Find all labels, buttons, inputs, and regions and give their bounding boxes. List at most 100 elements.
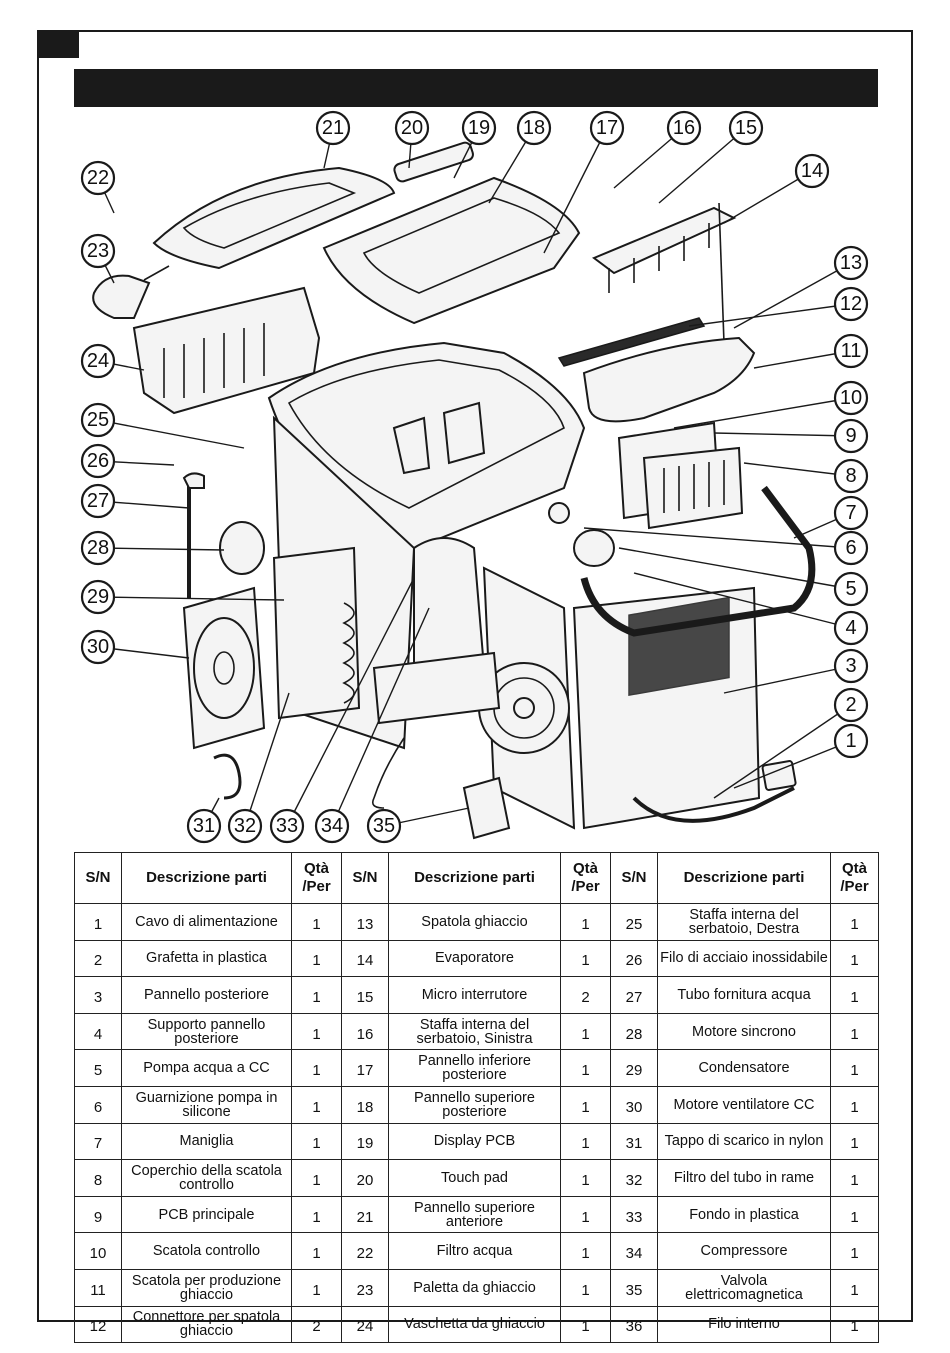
leader-line bbox=[286, 577, 415, 827]
part-number-cell: 23 bbox=[341, 1268, 389, 1307]
part-number-cell: 9 bbox=[74, 1195, 122, 1234]
header-desc: Descrizione parti bbox=[388, 852, 561, 904]
part-number-cell: 16 bbox=[341, 1012, 389, 1051]
part-quantity-cell: 1 bbox=[291, 903, 342, 941]
part-description-cell: Pannello superiore anteriore bbox=[388, 1195, 561, 1234]
part-description-cell: Tubo fornitura acqua bbox=[657, 976, 831, 1014]
title-bar bbox=[74, 69, 878, 107]
callout-15: 15 bbox=[728, 110, 764, 146]
header-desc: Descrizione parti bbox=[121, 852, 292, 904]
callout-26: 26 bbox=[80, 443, 116, 479]
leader-line bbox=[97, 547, 225, 551]
callout-label: 17 bbox=[596, 117, 618, 139]
callout-circle bbox=[269, 808, 305, 844]
part-description-cell: Tappo di scarico in nylon bbox=[657, 1122, 831, 1161]
callout-circle bbox=[833, 648, 869, 684]
callout-circle bbox=[394, 110, 430, 146]
part-description-cell: Vaschetta da ghiaccio bbox=[388, 1305, 561, 1344]
callout-label: 8 bbox=[845, 465, 856, 487]
part-description-cell: Pannello inferiore posteriore bbox=[388, 1049, 561, 1087]
callout-circle bbox=[516, 110, 552, 146]
callout-circle bbox=[186, 808, 222, 844]
callout-circle bbox=[80, 483, 116, 519]
part-power-cord bbox=[632, 760, 797, 823]
callout-23: 23 bbox=[80, 233, 116, 269]
header-desc: Descrizione parti bbox=[657, 852, 831, 904]
callout-label: 13 bbox=[840, 252, 862, 274]
callout-label: 16 bbox=[673, 117, 695, 139]
part-number-cell: 19 bbox=[341, 1122, 389, 1161]
part-description-cell: Maniglia bbox=[121, 1122, 292, 1161]
part-description-cell: Scatola controllo bbox=[121, 1232, 292, 1270]
callout-3: 3 bbox=[833, 648, 869, 684]
part-description-cell: PCB principale bbox=[121, 1195, 292, 1234]
part-number-cell: 26 bbox=[610, 939, 658, 978]
callout-circle bbox=[833, 495, 869, 531]
part-number-cell: 31 bbox=[610, 1122, 658, 1161]
callout-circle bbox=[794, 153, 830, 189]
part-description-cell: Display PCB bbox=[388, 1122, 561, 1161]
callout-32: 32 bbox=[227, 808, 263, 844]
part-compressor bbox=[372, 537, 501, 725]
part-number-cell: 30 bbox=[610, 1085, 658, 1124]
callout-circle bbox=[80, 443, 116, 479]
callout-label: 10 bbox=[840, 387, 862, 409]
part-description-cell: Cavo di alimentazione bbox=[121, 903, 292, 941]
part-control-box bbox=[617, 421, 744, 530]
callout-circle bbox=[80, 343, 116, 379]
leader-line bbox=[97, 419, 245, 449]
callout-circle bbox=[227, 808, 263, 844]
part-quantity-cell: 1 bbox=[291, 1049, 342, 1087]
part-quantity-cell: 1 bbox=[291, 976, 342, 1014]
part-ice-scoop bbox=[92, 265, 170, 319]
part-number-cell: 25 bbox=[610, 903, 658, 941]
part-description-cell: Connettore per spatola ghiaccio bbox=[121, 1305, 292, 1344]
part-quantity-cell: 1 bbox=[830, 1122, 879, 1161]
part-description-cell: Evaporatore bbox=[388, 939, 561, 978]
part-number-cell: 14 bbox=[341, 939, 389, 978]
part-number-cell: 22 bbox=[341, 1232, 389, 1270]
part-quantity-cell: 1 bbox=[560, 1122, 611, 1161]
part-number-cell: 6 bbox=[74, 1085, 122, 1124]
callout-7: 7 bbox=[833, 495, 869, 531]
callout-5: 5 bbox=[833, 571, 869, 607]
part-evaporator bbox=[592, 202, 737, 344]
part-number-cell: 34 bbox=[610, 1232, 658, 1270]
callout-8: 8 bbox=[833, 458, 869, 494]
part-quantity-cell: 1 bbox=[291, 1122, 342, 1161]
callout-19: 19 bbox=[461, 110, 497, 146]
part-description-cell: Supporto pannello posteriore bbox=[121, 1012, 292, 1051]
callout-1: 1 bbox=[833, 723, 869, 759]
callout-label: 19 bbox=[468, 117, 490, 139]
part-quantity-cell: 1 bbox=[830, 976, 879, 1014]
part-quantity-cell: 1 bbox=[291, 1268, 342, 1307]
callout-circle bbox=[728, 110, 764, 146]
callout-circle bbox=[833, 610, 869, 646]
part-quantity-cell: 1 bbox=[830, 1049, 879, 1087]
part-top-front-panel bbox=[152, 166, 396, 270]
callout-label: 2 bbox=[845, 694, 856, 716]
leader-line bbox=[543, 127, 608, 254]
part-quantity-cell: 1 bbox=[291, 939, 342, 978]
callout-label: 20 bbox=[401, 117, 423, 139]
callout-label: 14 bbox=[801, 160, 823, 182]
part-number-cell: 27 bbox=[610, 976, 658, 1014]
part-quantity-cell: 1 bbox=[291, 1159, 342, 1197]
callout-label: 34 bbox=[321, 815, 343, 837]
callout-circle bbox=[833, 333, 869, 369]
callout-label: 32 bbox=[234, 815, 256, 837]
part-handle bbox=[580, 485, 816, 637]
callout-circle bbox=[833, 380, 869, 416]
part-number-cell: 1 bbox=[74, 903, 122, 941]
leader-line bbox=[658, 127, 747, 204]
leader-line bbox=[743, 462, 852, 477]
callout-33: 33 bbox=[269, 808, 305, 844]
callout-circle bbox=[80, 160, 116, 196]
part-quantity-cell: 1 bbox=[830, 939, 879, 978]
